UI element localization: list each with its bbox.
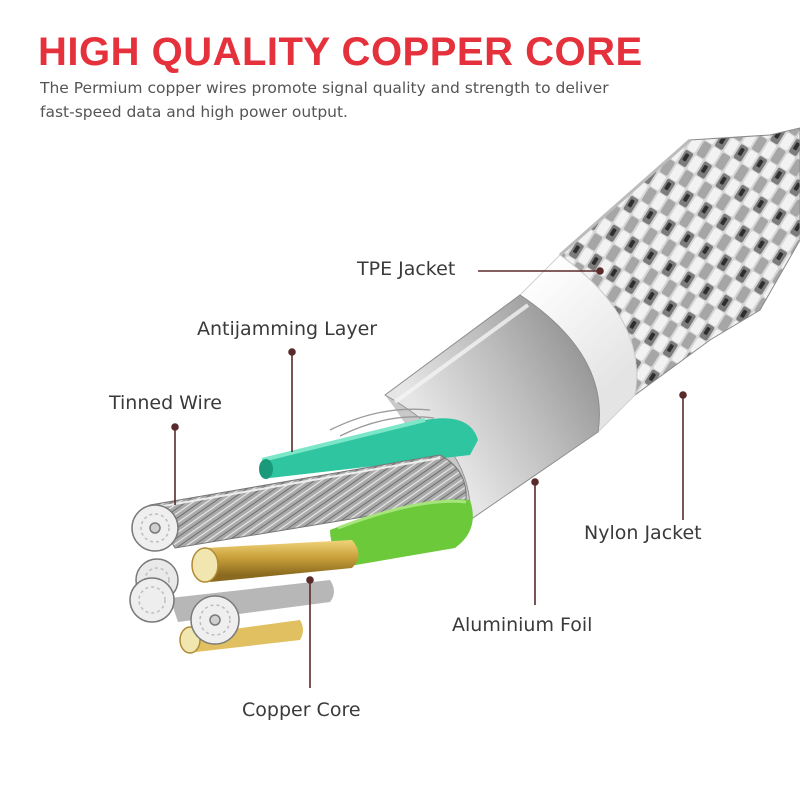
subtitle-line-1: The Permium copper wires promote signal …: [40, 79, 609, 97]
label-aluminium-foil: Aluminium Foil: [452, 614, 593, 636]
label-copper-core: Copper Core: [242, 699, 361, 721]
label-tinned-wire: Tinned Wire: [109, 392, 222, 414]
leader-aluminium-foil: [531, 478, 539, 605]
leader-antijamming-layer: [288, 348, 296, 452]
leader-tpe-jacket: [478, 267, 604, 275]
leader-nylon-jacket: [679, 391, 687, 520]
wire-end-cross-sections: [129, 504, 240, 645]
leader-lines: [171, 267, 687, 688]
green-insulated-wire: [330, 499, 473, 566]
leader-tinned-wire: [171, 423, 179, 505]
label-tpe-jacket: TPE Jacket: [357, 258, 456, 280]
subtitle-line-2: fast-speed data and high power output.: [40, 103, 348, 121]
leader-copper-core: [306, 576, 314, 688]
label-nylon-jacket: Nylon Jacket: [584, 522, 702, 544]
teal-insulated-wire: [259, 418, 478, 479]
page-title: HIGH QUALITY COPPER CORE: [38, 30, 643, 74]
label-antijamming-layer: Antijamming Layer: [197, 318, 378, 340]
page-subtitle: The Permium copper wires promote signal …: [40, 76, 660, 124]
